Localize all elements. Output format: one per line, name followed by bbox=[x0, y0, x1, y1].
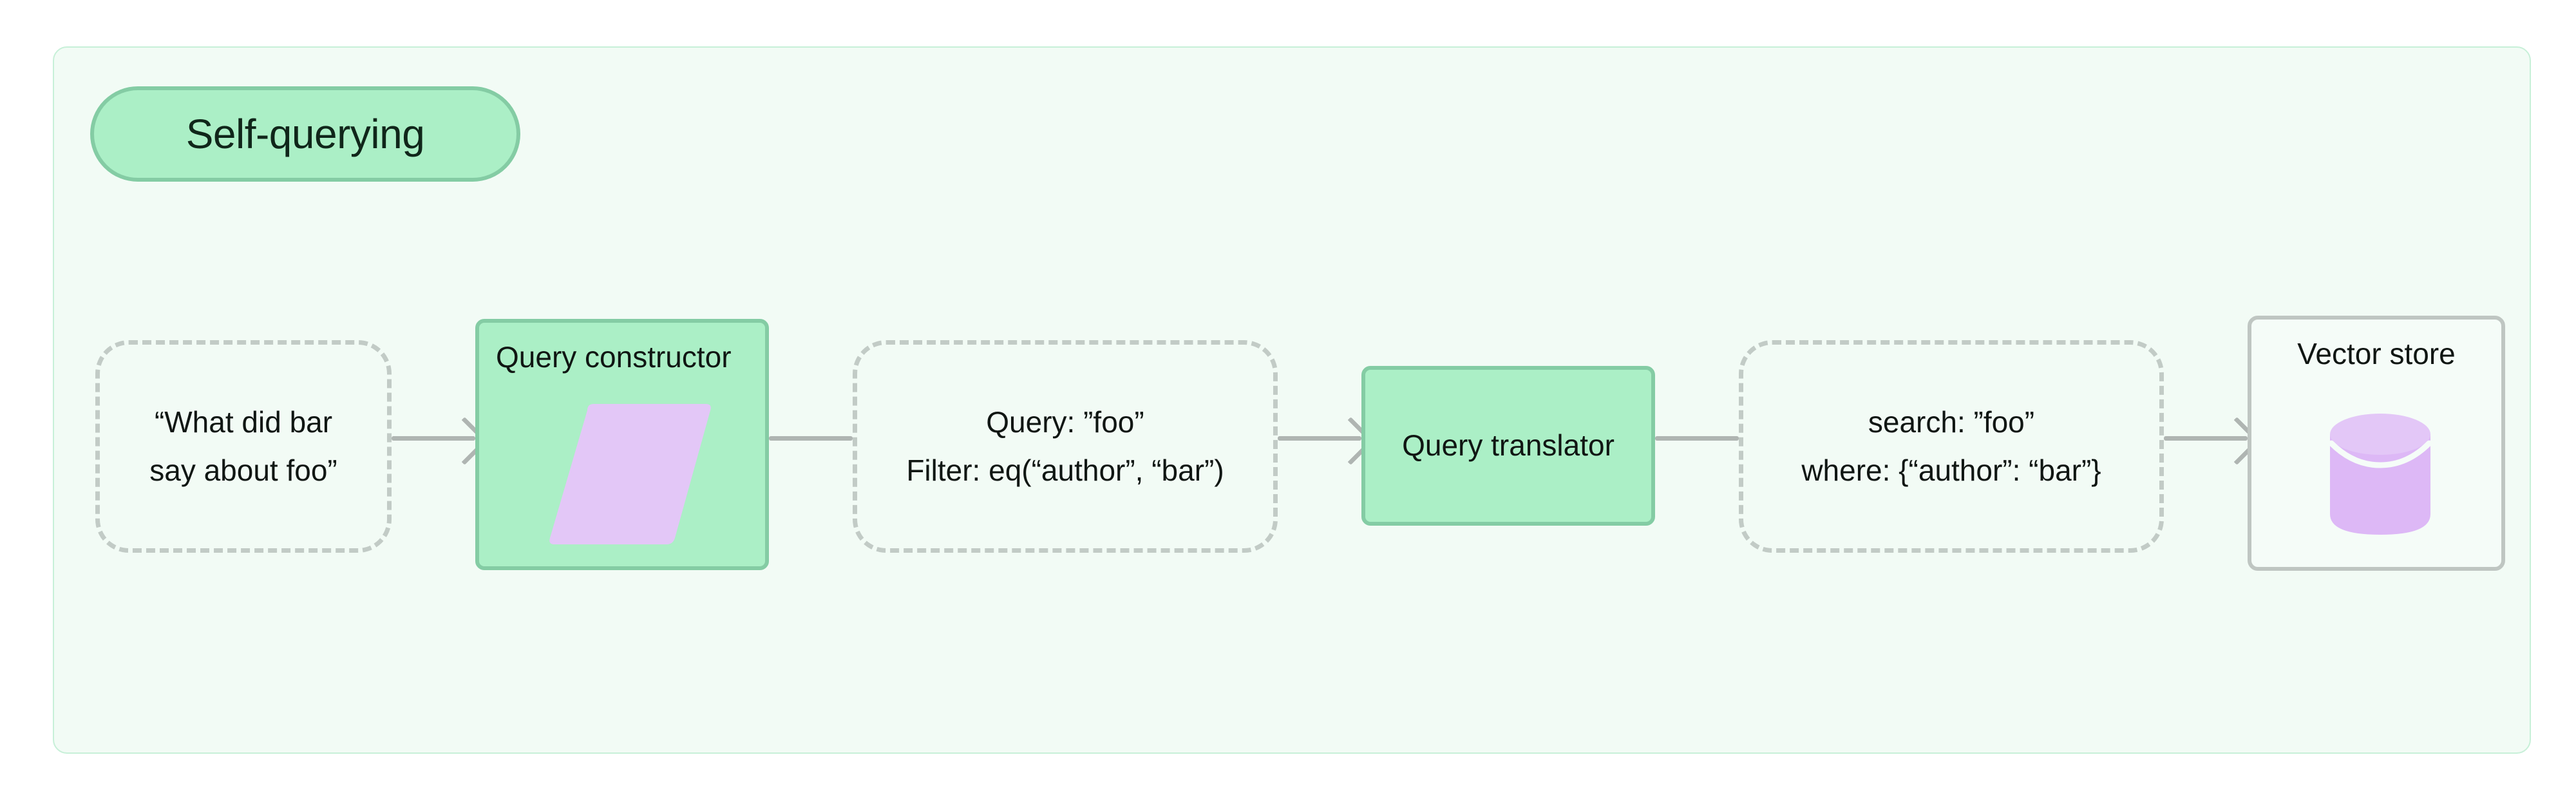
user-question-text: “What did bar say about foo” bbox=[149, 405, 337, 487]
database-cylinder-icon bbox=[2328, 414, 2432, 535]
query-translator-label: Query translator bbox=[1402, 428, 1615, 463]
edge-structured-query-to-translator bbox=[1278, 436, 1361, 441]
edge-translated-query-to-vector-store bbox=[2164, 436, 2248, 441]
edge-question-to-constructor bbox=[392, 436, 475, 441]
parallelogram-icon bbox=[549, 404, 711, 544]
user-question-node[interactable]: “What did bar say about foo” bbox=[95, 340, 392, 553]
translated-query-text: search: ”foo” where: {“author”: “bar”} bbox=[1801, 405, 2101, 487]
edge-translator-to-translated-query bbox=[1655, 436, 1739, 441]
subgraph-title-label: Self-querying bbox=[185, 111, 425, 157]
structured-query-text: Query: ”foo” Filter: eq(“author”, “bar”) bbox=[906, 405, 1224, 487]
query-constructor-node[interactable]: Query constructor bbox=[475, 319, 769, 570]
vector-store-node[interactable]: Vector store bbox=[2248, 316, 2505, 571]
query-constructor-label: Query constructor bbox=[496, 340, 732, 374]
translated-query-node[interactable]: search: ”foo” where: {“author”: “bar”} bbox=[1739, 340, 2164, 553]
query-translator-node[interactable]: Query translator bbox=[1361, 366, 1655, 526]
vector-store-label: Vector store bbox=[2297, 337, 2456, 370]
subgraph-title-pill[interactable]: Self-querying bbox=[90, 86, 520, 182]
structured-query-node[interactable]: Query: ”foo” Filter: eq(“author”, “bar”) bbox=[853, 340, 1278, 553]
edge-constructor-to-structured-query bbox=[769, 436, 853, 441]
